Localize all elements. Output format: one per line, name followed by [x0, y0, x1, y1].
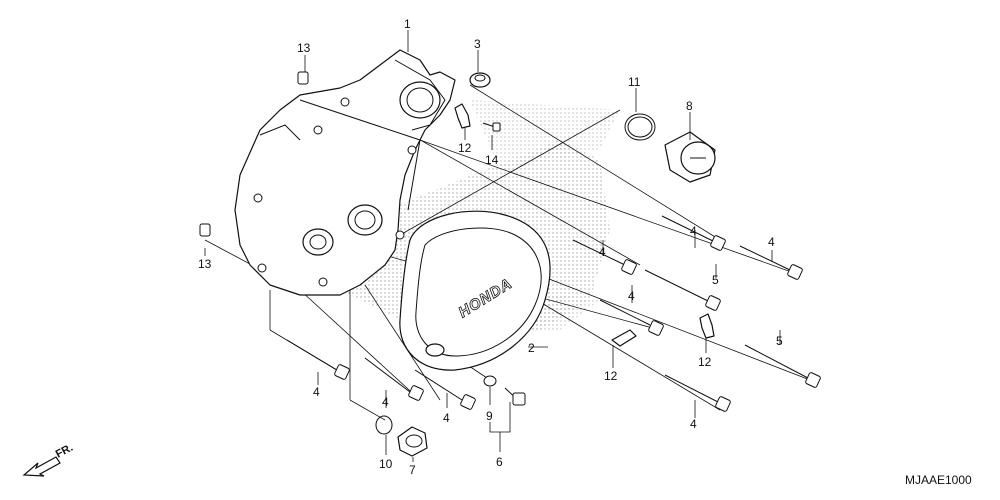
small-bolt — [482, 122, 501, 132]
dowel-pin-upper — [297, 71, 309, 85]
dowel-pin-lower — [199, 223, 211, 237]
timing-hole-cap — [397, 426, 428, 457]
bolt-4-mid — [572, 239, 637, 275]
callout-4c: 4 — [599, 245, 606, 259]
callout-3: 3 — [474, 37, 481, 51]
callout-4g: 4 — [382, 395, 389, 409]
plug-cap — [664, 131, 716, 183]
left-crankcase-cover — [234, 49, 456, 296]
o-ring — [624, 113, 656, 141]
callout-13a: 13 — [297, 41, 311, 55]
callout-8: 8 — [686, 99, 693, 113]
callout-4d: 4 — [628, 289, 635, 303]
callout-4a: 4 — [690, 224, 697, 238]
stud-bolt — [504, 387, 526, 406]
callout-14: 14 — [485, 153, 499, 167]
outer-cover: HONDA — [399, 210, 551, 371]
callout-4e: 4 — [690, 417, 697, 431]
figure-code: MJAAE1000 — [905, 473, 972, 487]
parts — [199, 71, 716, 457]
callout-12a: 12 — [458, 141, 472, 155]
grommet — [469, 72, 491, 88]
bolt-4-far-right — [739, 245, 803, 280]
callout-1: 1 — [404, 17, 411, 31]
callout-9: 9 — [486, 409, 493, 423]
o-ring-small — [375, 415, 393, 435]
bolt-4-upper-right — [661, 215, 726, 251]
clamp-right — [699, 313, 715, 339]
callout-12c: 12 — [698, 355, 712, 369]
callout-10: 10 — [379, 457, 393, 471]
bolt-5-lower — [744, 344, 821, 388]
callout-leaders — [204, 30, 781, 462]
bolt-4-lower-right — [664, 374, 731, 412]
front-direction-arrow: FR. — [22, 442, 75, 477]
washer — [483, 375, 497, 387]
callout-13b: 13 — [198, 257, 212, 271]
callout-4h: 4 — [443, 411, 450, 425]
bolt-4-lower-center — [414, 369, 476, 410]
callout-5a: 5 — [712, 273, 719, 287]
callout-5b: 5 — [776, 334, 783, 348]
direction-label: FR. — [54, 442, 75, 461]
clamp-middle — [611, 329, 637, 347]
bolt-5-upper — [644, 269, 721, 311]
callout-4f: 4 — [313, 385, 320, 399]
callout-11: 11 — [628, 75, 641, 89]
clamp-upper — [454, 103, 471, 129]
callout-numbers: 1 2 3 4 4 4 4 4 4 4 4 5 5 6 7 8 9 10 11 … — [198, 17, 783, 477]
callout-7: 7 — [409, 463, 416, 477]
callout-4b: 4 — [768, 235, 775, 249]
flange-bolts — [286, 215, 821, 412]
bolt-4-lower-mid — [364, 357, 424, 401]
callout-12b: 12 — [604, 369, 618, 383]
callout-2: 2 — [528, 341, 535, 355]
bolt-4-lower-left — [286, 339, 350, 380]
callout-6: 6 — [496, 455, 503, 469]
bolt-4-center — [599, 299, 664, 336]
